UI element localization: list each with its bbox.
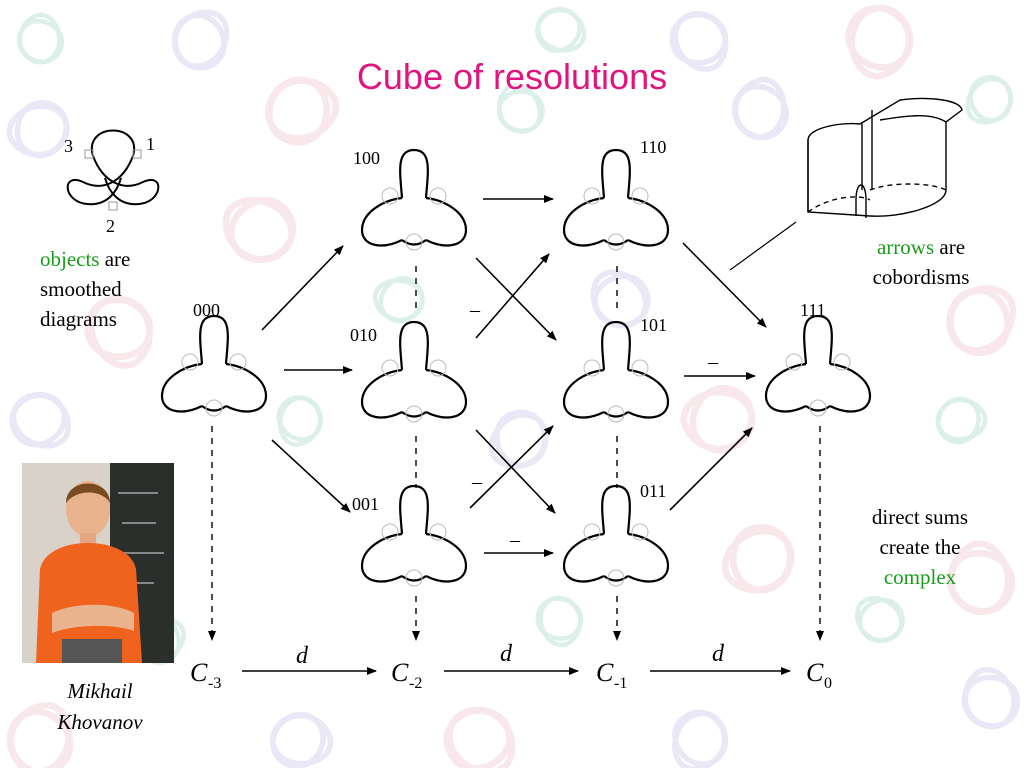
arrows-note: arrows are cobordisms [846, 232, 996, 292]
objects-note: objects are smoothed diagrams [40, 244, 180, 334]
caption-last-name: Khovanov [57, 710, 143, 734]
background-knot [5, 98, 72, 161]
complex-term: C -2 [391, 658, 422, 692]
background-knot [479, 402, 557, 479]
differential-d: d [712, 641, 725, 667]
vertex-label-101: 101 [640, 315, 667, 335]
vertex-label-010: 010 [350, 325, 377, 345]
sums-line2: create the [879, 535, 961, 559]
complex-term: C 0 [806, 658, 832, 692]
differential-d: d [500, 641, 513, 667]
vertex-label-100: 100 [353, 148, 380, 168]
arrow-010-011 [475, 429, 556, 514]
resolution-010 [360, 320, 468, 424]
objects-line3: diagrams [40, 307, 117, 331]
background-knot [531, 2, 591, 59]
background-knot [214, 186, 303, 272]
complex-term-base: C [190, 658, 208, 687]
arrow-001-101 [469, 425, 554, 509]
complex-term-sub: -1 [614, 675, 627, 692]
background-knot [683, 388, 753, 451]
complex-term-sub: -2 [409, 675, 422, 692]
background-knot [663, 704, 735, 768]
complex-term-base: C [596, 658, 614, 687]
complex-term-base: C [806, 658, 824, 687]
objects-highlight: objects [40, 247, 100, 271]
background-knot [713, 517, 803, 604]
vertex-label-011: 011 [640, 481, 666, 501]
complex-highlight: complex [883, 565, 957, 589]
resolution-110 [562, 148, 670, 252]
resolution-111 [764, 314, 872, 418]
vertical-dashed-lines [208, 266, 824, 641]
arrow-000-100 [261, 245, 344, 331]
cobordism-pointer [729, 221, 797, 271]
slide-title: Cube of resolutions [356, 56, 668, 97]
differential-d: d [296, 643, 309, 669]
complex-term: C -3 [190, 658, 221, 692]
background-knot [3, 384, 80, 459]
sign-minus: – [707, 351, 719, 373]
background-knot [372, 274, 426, 324]
vertex-label-111: 111 [800, 300, 826, 320]
trefoil-knot [66, 129, 160, 211]
arrow-000-001 [271, 439, 351, 513]
trefoil-label-1: 1 [146, 134, 155, 154]
vertex-label-110: 110 [640, 137, 666, 157]
cube-arrows [261, 195, 767, 557]
complex-term-sub: -3 [208, 675, 221, 692]
background-knot [847, 587, 911, 650]
resolution-011 [562, 484, 670, 588]
vertex-label-001: 001 [352, 494, 379, 514]
arrows-line1: are [934, 235, 966, 259]
trefoil-label-2: 2 [106, 216, 115, 236]
cobordism-sketch [807, 97, 963, 218]
complex-term-sub: 0 [824, 675, 832, 692]
background-knot [936, 397, 988, 445]
background-knot [271, 713, 333, 768]
sums-line1: direct sums [871, 505, 969, 529]
objects-line2: smoothed [40, 277, 122, 301]
sign-minus: – [469, 299, 481, 321]
complex-term: C -1 [596, 658, 627, 692]
background-knot [435, 696, 527, 768]
sign-minus: – [471, 471, 483, 493]
arrow-100-101 [475, 257, 557, 341]
arrow-010-110 [475, 253, 550, 339]
arrow-011-111 [669, 427, 753, 511]
objects-line1: are [99, 247, 131, 271]
caption-first-name: Mikhail [67, 679, 133, 703]
background-knot [534, 594, 586, 649]
portrait-photo [22, 463, 174, 663]
arrows-highlight: arrows [876, 235, 935, 259]
trefoil-label-3: 3 [64, 136, 73, 156]
arrows-line2: cobordisms [872, 265, 970, 289]
complex-term-base: C [391, 658, 409, 687]
sign-minus: – [509, 529, 521, 551]
background-knot [957, 663, 1024, 734]
arrow-110-111 [682, 242, 767, 328]
vertex-label-000: 000 [193, 300, 220, 320]
resolution-101 [562, 320, 670, 424]
portrait-caption: Mikhail Khovanov [30, 676, 170, 738]
direct-sums-note: direct sums create the complex [840, 502, 1000, 592]
background-knot [272, 393, 326, 450]
